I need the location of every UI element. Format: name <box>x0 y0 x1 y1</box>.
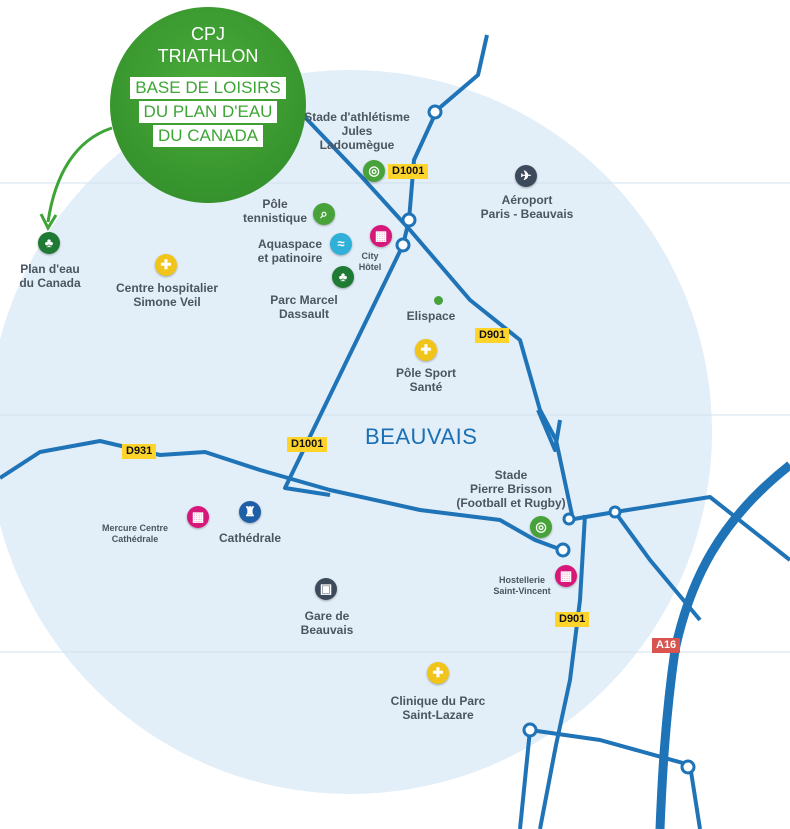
place-label[interactable]: Hostellerie Saint-Vincent <box>493 575 551 596</box>
place-label[interactable]: Centre hospitalier Simone Veil <box>115 281 219 309</box>
arrow-head-icon <box>39 213 58 232</box>
road-south-east <box>529 728 702 829</box>
place-label[interactable]: Aéroport Paris - Beauvais <box>480 193 574 221</box>
venue-line: DU CANADA <box>152 125 264 147</box>
road-link <box>536 409 562 452</box>
train-icon[interactable]: ▣ <box>315 578 337 600</box>
health-icon[interactable]: ✚ <box>415 339 437 361</box>
pointer-arrow <box>46 126 113 223</box>
venue-line: BASE DE LOISIRS <box>130 77 286 99</box>
road-d901-south <box>538 514 587 829</box>
road-label-d1001: D1001 <box>388 164 429 179</box>
place-label[interactable]: Stade Pierre Brisson (Football et Rugby) <box>456 468 566 510</box>
hotel-icon[interactable]: ▦ <box>555 565 577 587</box>
road-d931 <box>0 439 563 552</box>
roundabouts <box>395 104 696 775</box>
place-label[interactable]: Clinique du Parc Saint-Lazare <box>390 694 486 722</box>
place-label[interactable]: City Hôtel <box>358 251 382 272</box>
place-label[interactable]: Elispace <box>406 309 456 323</box>
place-label[interactable]: Parc Marcel Dassault <box>270 293 338 321</box>
place-label[interactable]: Cathédrale <box>218 531 282 545</box>
place-label[interactable]: Plan d'eau du Canada <box>19 262 81 290</box>
stadium-icon[interactable]: ◎ <box>363 160 385 182</box>
park-icon[interactable]: ♣ <box>38 232 60 254</box>
road-d901-north <box>298 110 574 516</box>
park-icon[interactable]: ♣ <box>332 266 354 288</box>
road-label-d1001: D1001 <box>287 437 328 452</box>
city-area <box>0 70 712 794</box>
road-east-2 <box>613 510 702 622</box>
venue-dot-icon[interactable] <box>434 296 443 305</box>
hotel-icon[interactable]: ▦ <box>187 506 209 528</box>
road-label-d901: D901 <box>555 612 590 627</box>
place-label[interactable]: Pôle tennistique <box>242 197 308 225</box>
stadium-icon[interactable]: ◎ <box>530 516 552 538</box>
place-label[interactable]: Stade d'athlétisme Jules Ladoumègue <box>304 110 410 152</box>
venue-line: DU PLAN D'EAU <box>138 101 278 123</box>
health-icon[interactable]: ✚ <box>155 254 177 276</box>
health-icon[interactable]: ✚ <box>427 662 449 684</box>
place-label[interactable]: Gare de Beauvais <box>300 609 354 637</box>
tennis-icon[interactable]: ⌕ <box>313 203 335 225</box>
cathedral-icon[interactable]: ♜ <box>239 501 261 523</box>
city-label: BEAUVAIS <box>365 424 478 449</box>
road-label-a16: A16 <box>652 638 681 653</box>
road-label-d931: D931 <box>122 444 157 459</box>
road-south <box>518 729 532 829</box>
swimming-icon[interactable]: ≈ <box>330 233 352 255</box>
place-label[interactable]: Pôle Sport Santé <box>395 366 457 394</box>
place-label[interactable]: Aquaspace et patinoire <box>257 237 323 265</box>
airplane-icon[interactable]: ✈ <box>515 165 537 187</box>
road-label-d901: D901 <box>475 328 510 343</box>
hotel-icon[interactable]: ▦ <box>370 225 392 247</box>
road-east <box>567 495 790 562</box>
place-label[interactable]: Mercure Centre Cathédrale <box>101 523 169 544</box>
